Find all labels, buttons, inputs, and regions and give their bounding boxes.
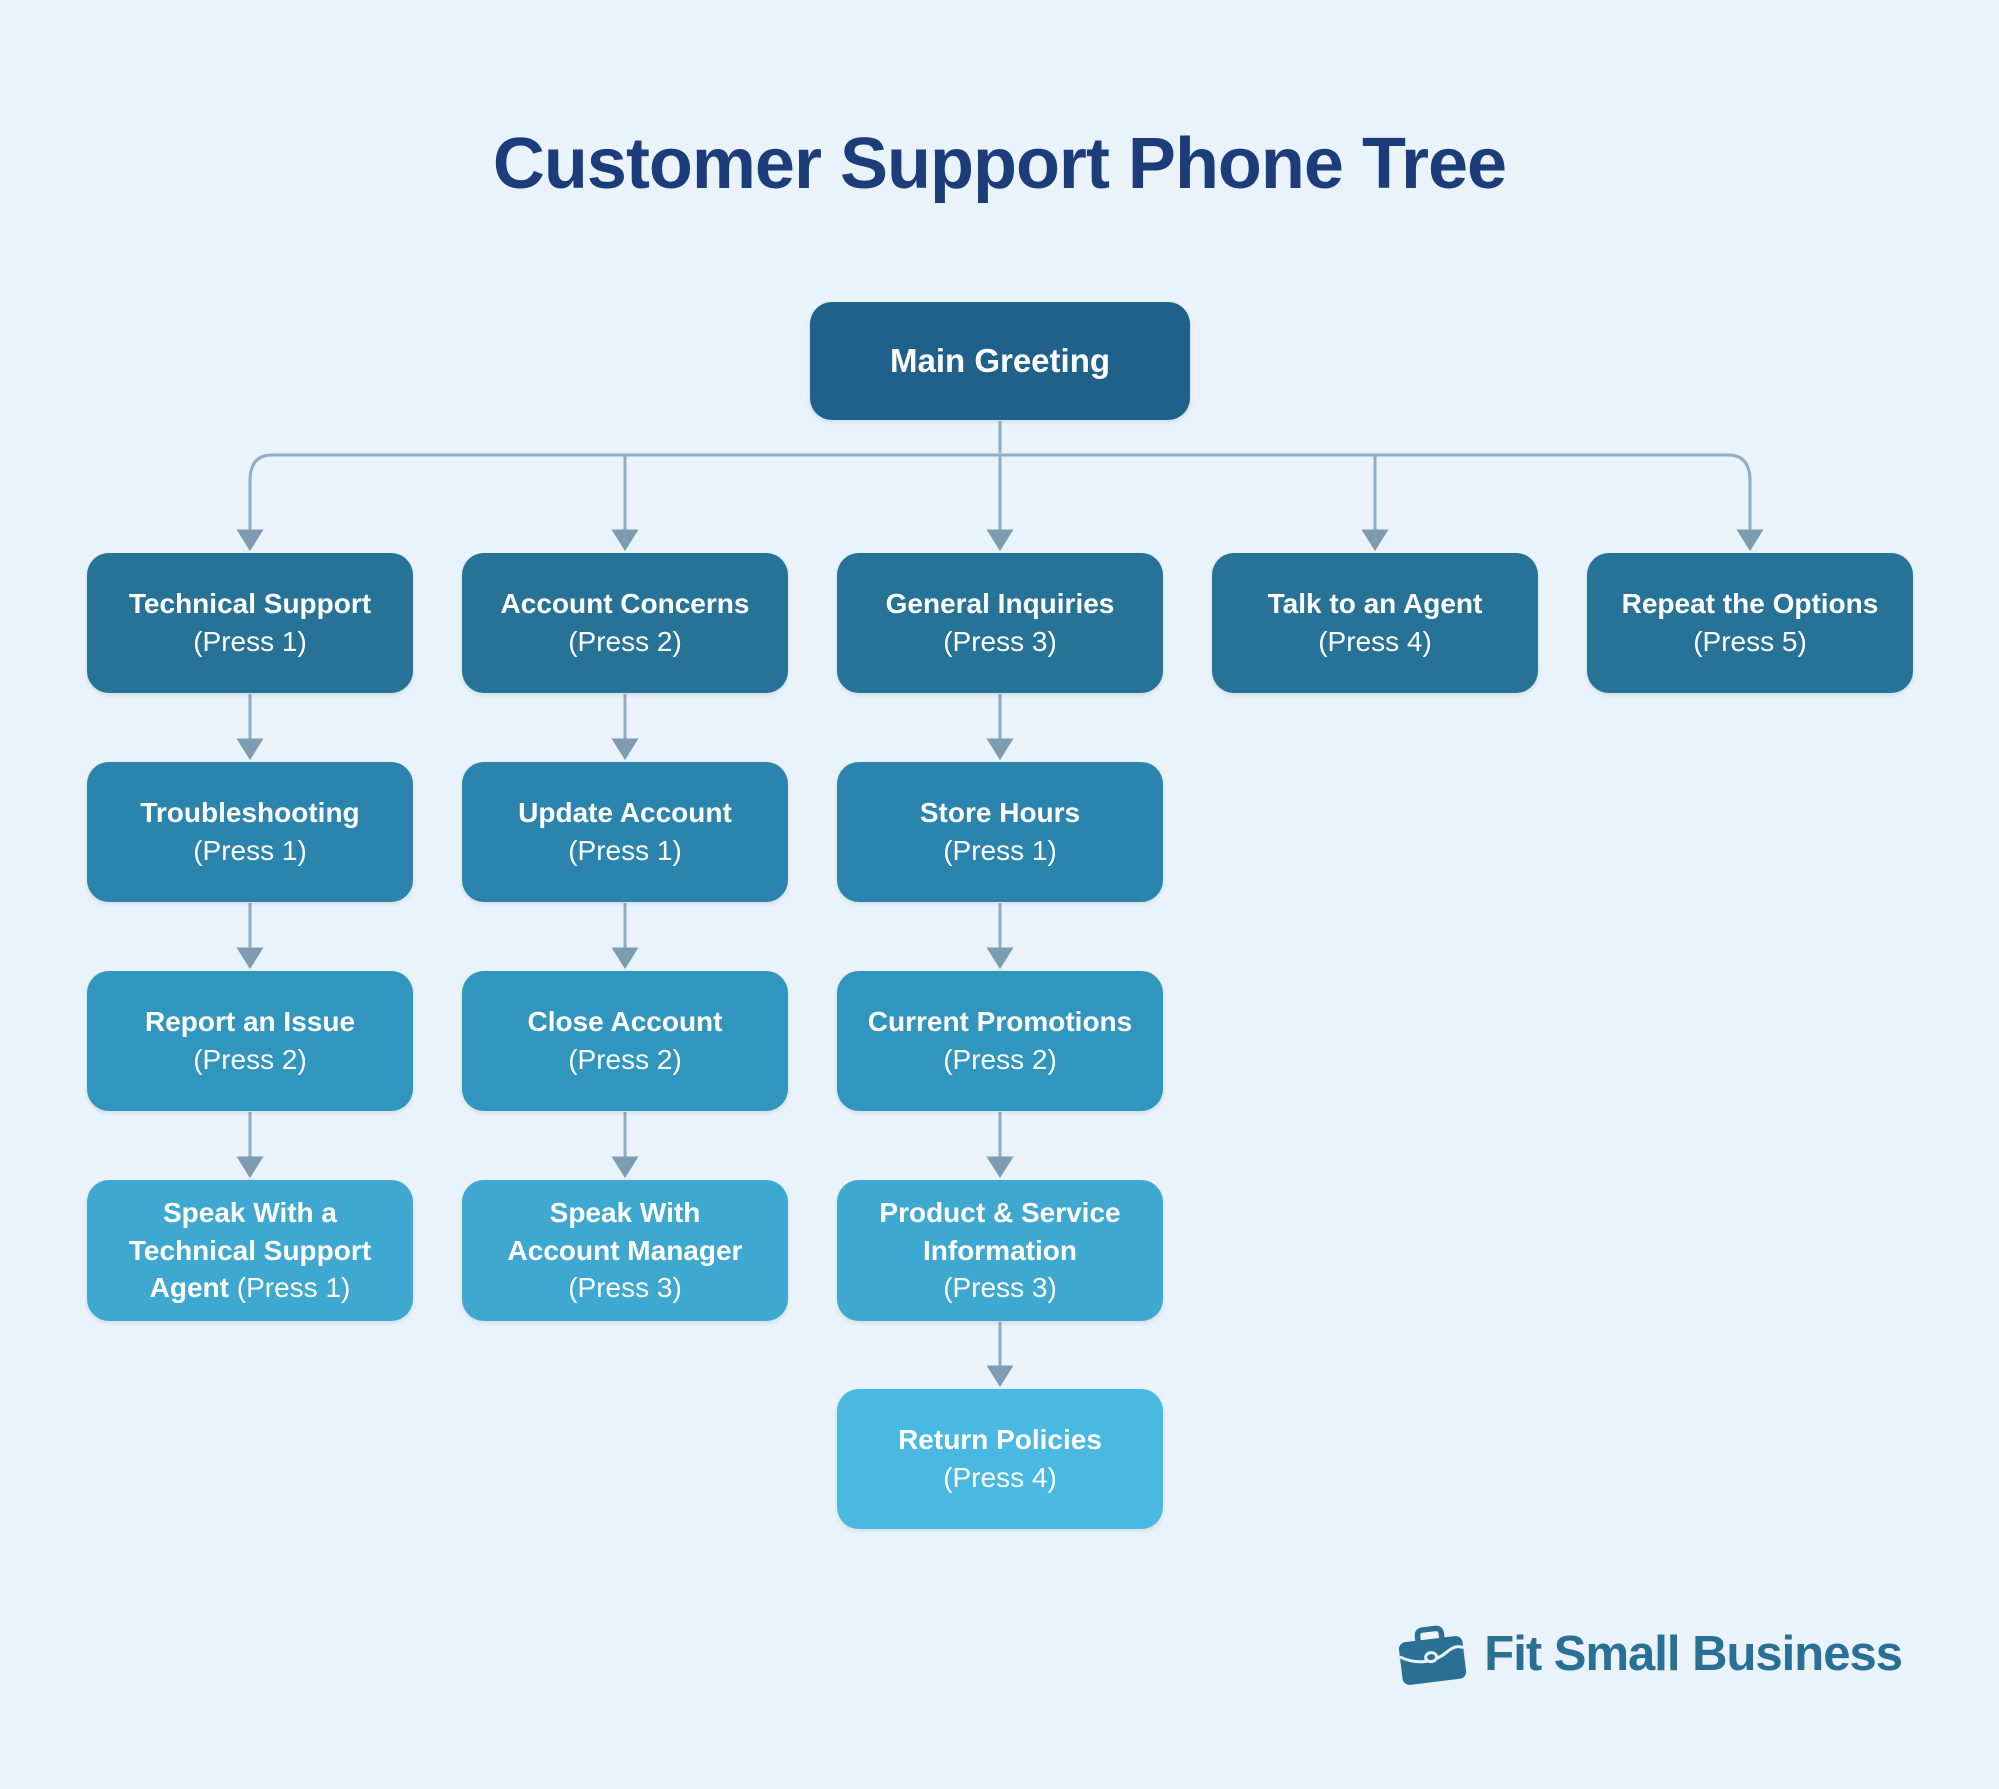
node-title: Return Policies	[898, 1424, 1102, 1456]
node-title: Speak With Account Manager	[507, 1197, 743, 1266]
node-press: (Press 1)	[943, 835, 1057, 866]
node-store-hours: Store Hours (Press 1)	[837, 762, 1163, 902]
node-repeat-the-options: Repeat the Options (Press 5)	[1587, 553, 1913, 693]
node-title: Repeat the Options	[1621, 588, 1879, 620]
node-press: (Press 2)	[193, 1044, 307, 1075]
node-press: (Press 3)	[943, 626, 1057, 657]
node-press: (Press 1)	[568, 835, 682, 866]
node-title: Talk to an Agent	[1267, 588, 1483, 620]
node-troubleshooting: Troubleshooting (Press 1)	[87, 762, 413, 902]
node-title: General Inquiries	[885, 588, 1115, 620]
node-title: Close Account	[527, 1006, 723, 1038]
node-title: Current Promotions	[867, 1006, 1133, 1038]
node-technical-support: Technical Support (Press 1)	[87, 553, 413, 693]
node-speak-with-technical-support-agent: Speak With a Technical Support Agent (Pr…	[87, 1180, 413, 1321]
node-general-inquiries: General Inquiries (Press 3)	[837, 553, 1163, 693]
node-title: Report an Issue	[144, 1006, 356, 1038]
node-title: Product & Service Information	[879, 1197, 1121, 1266]
node-title: Technical Support	[128, 588, 372, 620]
node-press: (Press 2)	[568, 1044, 682, 1075]
node-update-account: Update Account (Press 1)	[462, 762, 788, 902]
brand-logo: Fit Small Business	[1395, 1620, 1903, 1688]
node-label: Main Greeting	[889, 341, 1111, 379]
node-press: (Press 3)	[943, 1272, 1057, 1304]
node-press: (Press 1)	[193, 835, 307, 866]
briefcase-icon	[1399, 1625, 1467, 1685]
node-talk-to-an-agent: Talk to an Agent (Press 4)	[1212, 553, 1538, 693]
node-report-an-issue: Report an Issue (Press 2)	[87, 971, 413, 1111]
node-speak-with-account-manager: Speak With Account Manager (Press 3)	[462, 1180, 788, 1321]
node-title: Store Hours	[919, 797, 1081, 829]
node-account-concerns: Account Concerns (Press 2)	[462, 553, 788, 693]
node-press: (Press 1)	[193, 626, 307, 657]
node-press: (Press 1)	[236, 1272, 351, 1304]
diagram-title: Customer Support Phone Tree	[492, 124, 1507, 204]
node-press: (Press 5)	[1693, 626, 1807, 657]
node-press: (Press 4)	[943, 1462, 1057, 1493]
node-title: Update Account	[518, 797, 732, 829]
node-close-account: Close Account (Press 2)	[462, 971, 788, 1111]
node-press: (Press 2)	[943, 1044, 1057, 1075]
node-product-service-information: Product & Service Information (Press 3)	[837, 1180, 1163, 1321]
node-press: (Press 3)	[568, 1272, 682, 1304]
node-return-policies: Return Policies (Press 4)	[837, 1389, 1163, 1529]
node-press: (Press 4)	[1318, 626, 1432, 657]
node-press: (Press 2)	[568, 626, 682, 657]
node-current-promotions: Current Promotions (Press 2)	[837, 971, 1163, 1111]
node-title: Troubleshooting	[140, 797, 360, 829]
node-title: Account Concerns	[500, 588, 750, 620]
node-main-greeting: Main Greeting	[810, 302, 1190, 420]
node-title: Speak With a Technical Support Agent	[128, 1197, 372, 1304]
brand-name: Fit Small Business	[1484, 1626, 1903, 1681]
